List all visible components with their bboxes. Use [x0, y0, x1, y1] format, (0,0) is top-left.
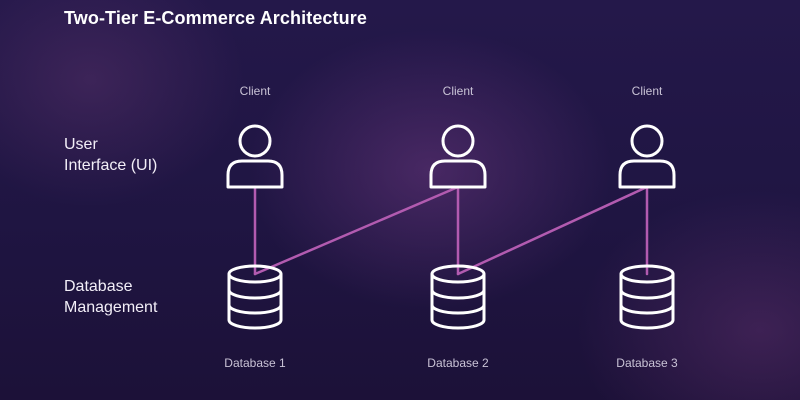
- database-icon: [619, 264, 675, 330]
- database-label-2: Database 2: [427, 356, 489, 370]
- tier-label-database-management: Database Management: [64, 276, 234, 318]
- connector-lines: [253, 185, 649, 276]
- tier-label-user-interface: User Interface (UI): [64, 134, 234, 176]
- database-icon: [430, 264, 486, 330]
- client-label-2: Client: [442, 84, 474, 98]
- database-icon: [227, 264, 283, 330]
- user-icon: [618, 124, 676, 189]
- database-node-1: [227, 264, 283, 330]
- tier-label-line: Database: [64, 278, 133, 295]
- client-label-1: Client: [239, 84, 271, 98]
- database-label-3: Database 3: [616, 356, 678, 370]
- tier-label-line: User: [64, 136, 98, 153]
- tier-label-line: Management: [64, 299, 158, 316]
- connector-client-3-to-db-2: [456, 185, 649, 276]
- client-label-3: Client: [631, 84, 663, 98]
- client-node-1: [226, 124, 284, 189]
- database-node-2: [430, 264, 486, 330]
- client-node-2: [429, 124, 487, 189]
- client-node-3: [618, 124, 676, 189]
- database-label-1: Database 1: [224, 356, 286, 370]
- user-icon: [429, 124, 487, 189]
- database-node-3: [619, 264, 675, 330]
- diagram-title: Two-Tier E-Commerce Architecture: [64, 8, 367, 28]
- connector-client-2-to-db-1: [253, 185, 460, 276]
- tier-label-line: Interface (UI): [64, 157, 158, 174]
- user-icon: [226, 124, 284, 189]
